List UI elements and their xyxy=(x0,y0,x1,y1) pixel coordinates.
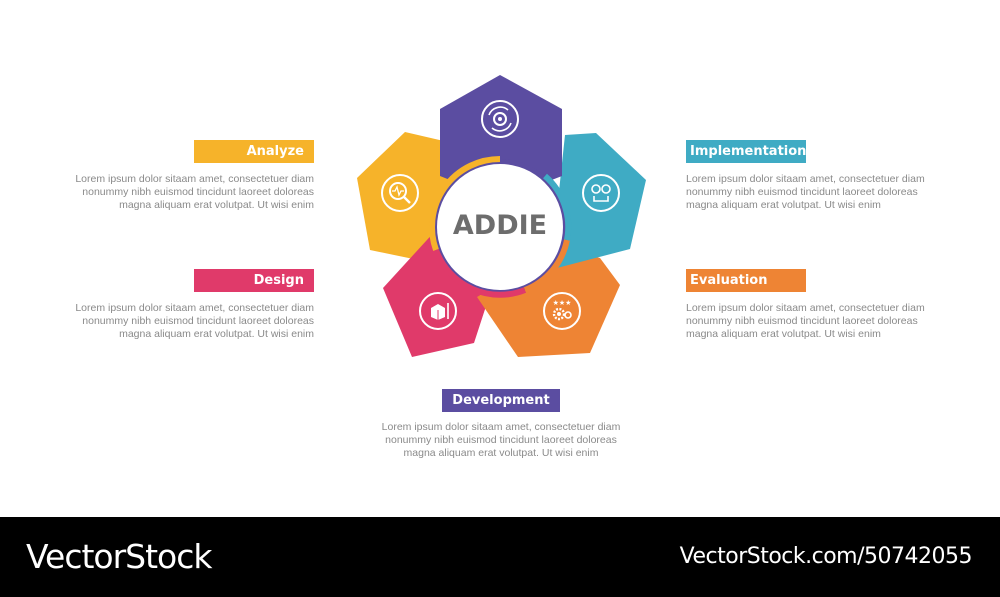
design-desc-line: nonummy nibh euismod tincidunt laoreet d… xyxy=(82,315,314,327)
analyze-desc-line: magna aliquam erat volutpat. Ut wisi eni… xyxy=(119,199,314,211)
stock-url-text: VectorStock.com/50742055 xyxy=(679,544,973,569)
evaluation-description: Lorem ipsum dolor sitaam amet, consectet… xyxy=(686,302,946,341)
implementation-label: Implementation xyxy=(686,140,806,163)
development-desc-line: Lorem ipsum dolor sitaam amet, consectet… xyxy=(381,421,621,433)
evaluation-label: Evaluation xyxy=(686,269,806,292)
evaluation-desc-line: nonummy nibh euismod tincidunt laoreet d… xyxy=(686,315,918,327)
evaluation-pentagon xyxy=(477,247,620,357)
development-description: Lorem ipsum dolor sitaam amet, consectet… xyxy=(371,421,631,460)
idea-gear-icon xyxy=(582,174,620,212)
design-label: Design xyxy=(194,269,314,292)
design-description: Lorem ipsum dolor sitaam amet, consectet… xyxy=(54,302,314,341)
addie-pentagon-diagram: ★★★ xyxy=(357,75,646,357)
center-ring-arc-left xyxy=(429,156,501,252)
brand-logo-text: VectorStock xyxy=(26,537,212,576)
center-ring-arc-bottom xyxy=(433,248,527,298)
implementation-desc-line: Lorem ipsum dolor sitaam amet, consectet… xyxy=(686,173,925,185)
design-desc-line: magna aliquam erat volutpat. Ut wisi eni… xyxy=(119,328,314,340)
implementation-desc-line: magna aliquam erat volutpat. Ut wisi eni… xyxy=(686,199,881,211)
design-desc-line: Lorem ipsum dolor sitaam amet, consectet… xyxy=(75,302,314,314)
svg-text:★★★: ★★★ xyxy=(553,299,572,307)
development-desc-line: nonummy nibh euismod tincidunt laoreet d… xyxy=(385,434,617,446)
center-title: ADDIE xyxy=(452,210,548,241)
center-circle xyxy=(437,164,563,290)
analyze-desc-line: Lorem ipsum dolor sitaam amet, consectet… xyxy=(75,173,314,185)
box-ruler-icon xyxy=(419,292,457,330)
gear-cycle-icon xyxy=(481,100,519,138)
analyze-desc-line: nonummy nibh euismod tincidunt laoreet d… xyxy=(82,186,314,198)
evaluation-desc-line: Lorem ipsum dolor sitaam amet, consectet… xyxy=(686,302,925,314)
implementation-description: Lorem ipsum dolor sitaam amet, consectet… xyxy=(686,173,946,212)
watermark-footer: VectorStock VectorStock.com/50742055 xyxy=(0,517,1000,597)
center-ring-arc-right xyxy=(542,173,572,241)
development-label: Development xyxy=(442,389,560,412)
center-ring-arc-right-bottom xyxy=(523,239,570,293)
development-desc-line: magna aliquam erat volutpat. Ut wisi eni… xyxy=(403,447,599,459)
analyze-description: Lorem ipsum dolor sitaam amet, consectet… xyxy=(54,173,314,212)
analyze-label: Analyze xyxy=(194,140,314,163)
implementation-desc-line: nonummy nibh euismod tincidunt laoreet d… xyxy=(686,186,918,198)
magnifier-pulse-icon xyxy=(381,174,419,212)
evaluation-desc-line: magna aliquam erat volutpat. Ut wisi eni… xyxy=(686,328,881,340)
gear-stars-icon: ★★★ xyxy=(543,292,581,330)
